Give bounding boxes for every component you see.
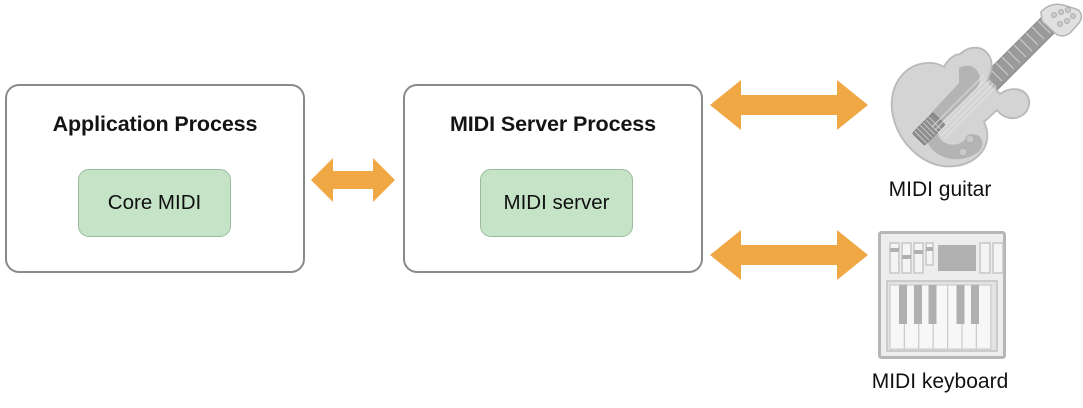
arrow-app-to-server <box>311 152 395 208</box>
midi-server-module-label: MIDI server <box>503 190 610 214</box>
application-process-box: Application Process Core MIDI <box>5 84 305 273</box>
midi-keyboard-icon <box>878 231 1006 359</box>
midi-keyboard-label: MIDI keyboard <box>871 370 1009 393</box>
double-arrow-horizontal-icon <box>710 230 868 280</box>
core-midi-module-label: Core MIDI <box>107 190 202 214</box>
application-process-title: Application Process <box>52 112 258 136</box>
arrow-server-to-guitar <box>710 76 868 134</box>
arrow-server-to-keyboard <box>710 226 868 284</box>
double-arrow-horizontal-icon <box>710 80 868 130</box>
midi-guitar-label: MIDI guitar <box>888 178 992 201</box>
electric-guitar-icon <box>890 3 1083 168</box>
midi-server-process-box: MIDI Server Process MIDI server <box>403 84 703 273</box>
double-arrow-horizontal-icon <box>311 158 395 202</box>
midi-server-process-title: MIDI Server Process <box>449 112 657 136</box>
midi-guitar-illustration <box>866 2 1083 180</box>
midi-server-module: MIDI server <box>480 169 633 237</box>
core-midi-module: Core MIDI <box>78 169 231 237</box>
midi-keyboard-illustration <box>878 231 1006 359</box>
